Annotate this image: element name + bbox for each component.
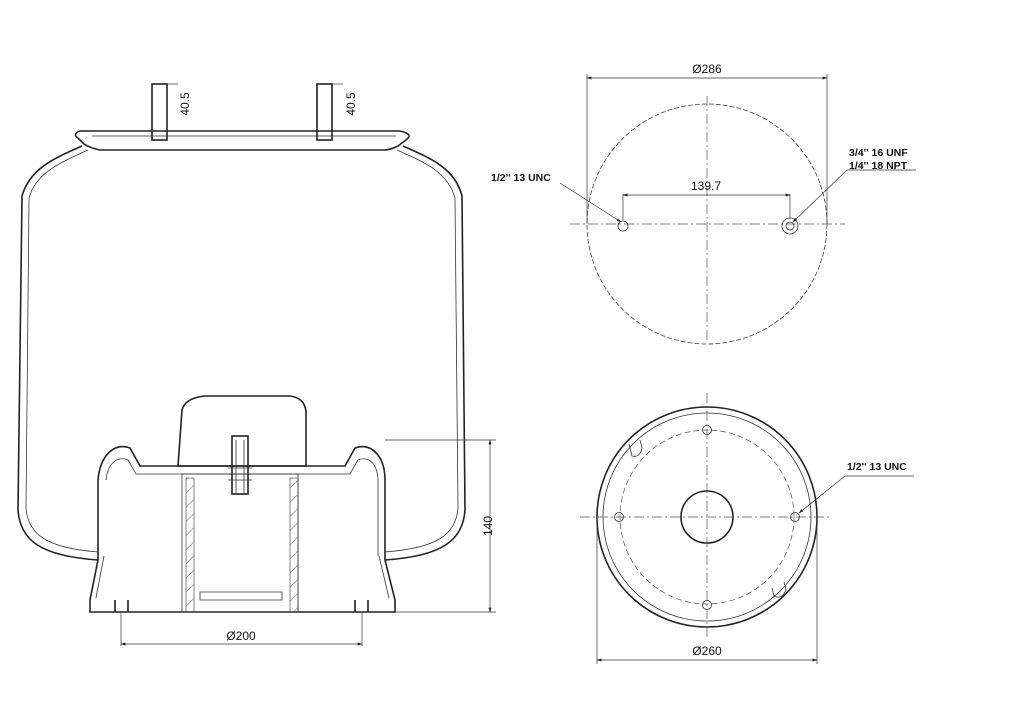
base-diameter-label: Ø200 bbox=[226, 629, 256, 643]
left-stud bbox=[151, 83, 168, 141]
stud-spacing-label: 139.7 bbox=[691, 179, 721, 193]
bottom-bolt-thread-label: 1/2'' 13 UNC bbox=[847, 461, 907, 473]
overall-height-label: 140 bbox=[481, 516, 495, 536]
bellow-outer bbox=[17, 145, 99, 561]
locating-tab-lower bbox=[771, 581, 787, 598]
bottom-view: Ø260 1/2'' 13 UNC bbox=[580, 393, 914, 664]
bolt-hole-bottom bbox=[702, 600, 712, 610]
top-port-right bbox=[781, 217, 799, 235]
top-view: Ø286 139.7 1/2'' 13 UNC 3/4'' 16 UNF 1/4… bbox=[491, 62, 916, 345]
port-thread-label-2: 1/4'' 18 NPT bbox=[849, 160, 908, 172]
locating-tab-upper bbox=[628, 439, 643, 457]
bolt-hole-top bbox=[702, 425, 712, 435]
top-bead-plate bbox=[74, 130, 410, 151]
bottom-outer-diameter-label: Ø260 bbox=[692, 644, 722, 658]
top-stud-thread-label: 1/2'' 13 UNC bbox=[491, 172, 551, 184]
center-bolt bbox=[231, 435, 249, 495]
top-outer-diameter-label: Ø286 bbox=[692, 62, 722, 76]
port-thread-label-1: 3/4'' 16 UNF bbox=[849, 147, 908, 159]
top-stud-left bbox=[617, 220, 629, 232]
right-stud-height-label: 40.5 bbox=[344, 92, 358, 116]
bumper bbox=[177, 395, 307, 467]
left-stud-height-label: 40.5 bbox=[178, 92, 192, 116]
piston-outer bbox=[89, 445, 396, 613]
side-view: 40.5 40.5 140 bbox=[17, 83, 496, 646]
right-stud bbox=[316, 83, 333, 141]
bolt-hole-right bbox=[790, 512, 800, 522]
bolt-hole-left bbox=[614, 512, 624, 522]
